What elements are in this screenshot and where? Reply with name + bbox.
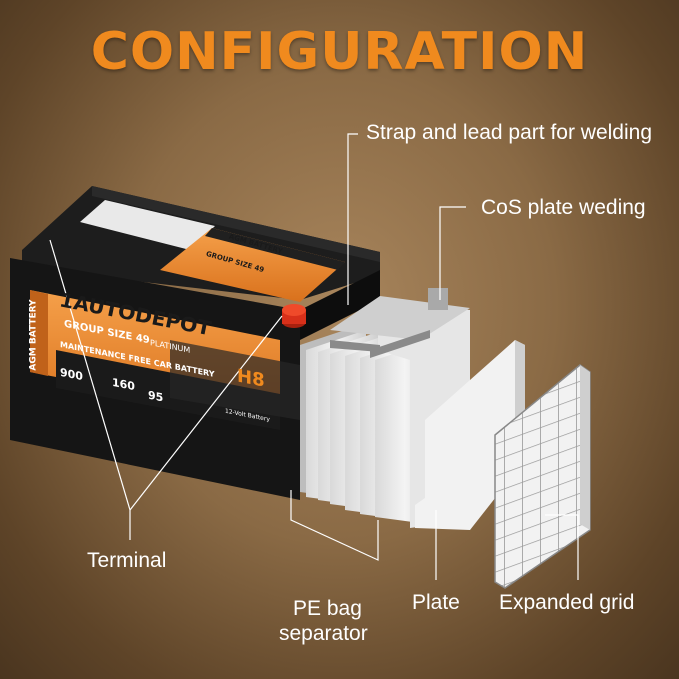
battery-side — [300, 270, 380, 340]
top-label-left — [80, 200, 215, 250]
pe-bag-line — [290, 490, 379, 561]
callout-terminal: Terminal — [87, 549, 167, 572]
cos-line — [439, 206, 466, 300]
callout-expanded-grid: Expanded grid — [499, 591, 635, 614]
callout-plate: Plate — [412, 591, 460, 614]
top-label-right — [160, 228, 345, 302]
battery-type-vertical: AGM BATTERY — [28, 299, 39, 371]
battery-top-edge — [92, 186, 380, 262]
grid-line — [545, 514, 579, 580]
page-title: CONFIGURATION — [90, 22, 589, 82]
battery-ah: 95 — [148, 388, 164, 405]
callout-pe-bag-line1: PE bag — [293, 597, 362, 620]
callout-strap: Strap and lead part for welding — [366, 121, 653, 144]
strap-line — [347, 133, 358, 305]
callout-cos-plate: CoS plate weding — [481, 196, 646, 219]
callout-pe-bag-line2: separator — [279, 622, 368, 645]
callout-lines — [49, 133, 579, 580]
